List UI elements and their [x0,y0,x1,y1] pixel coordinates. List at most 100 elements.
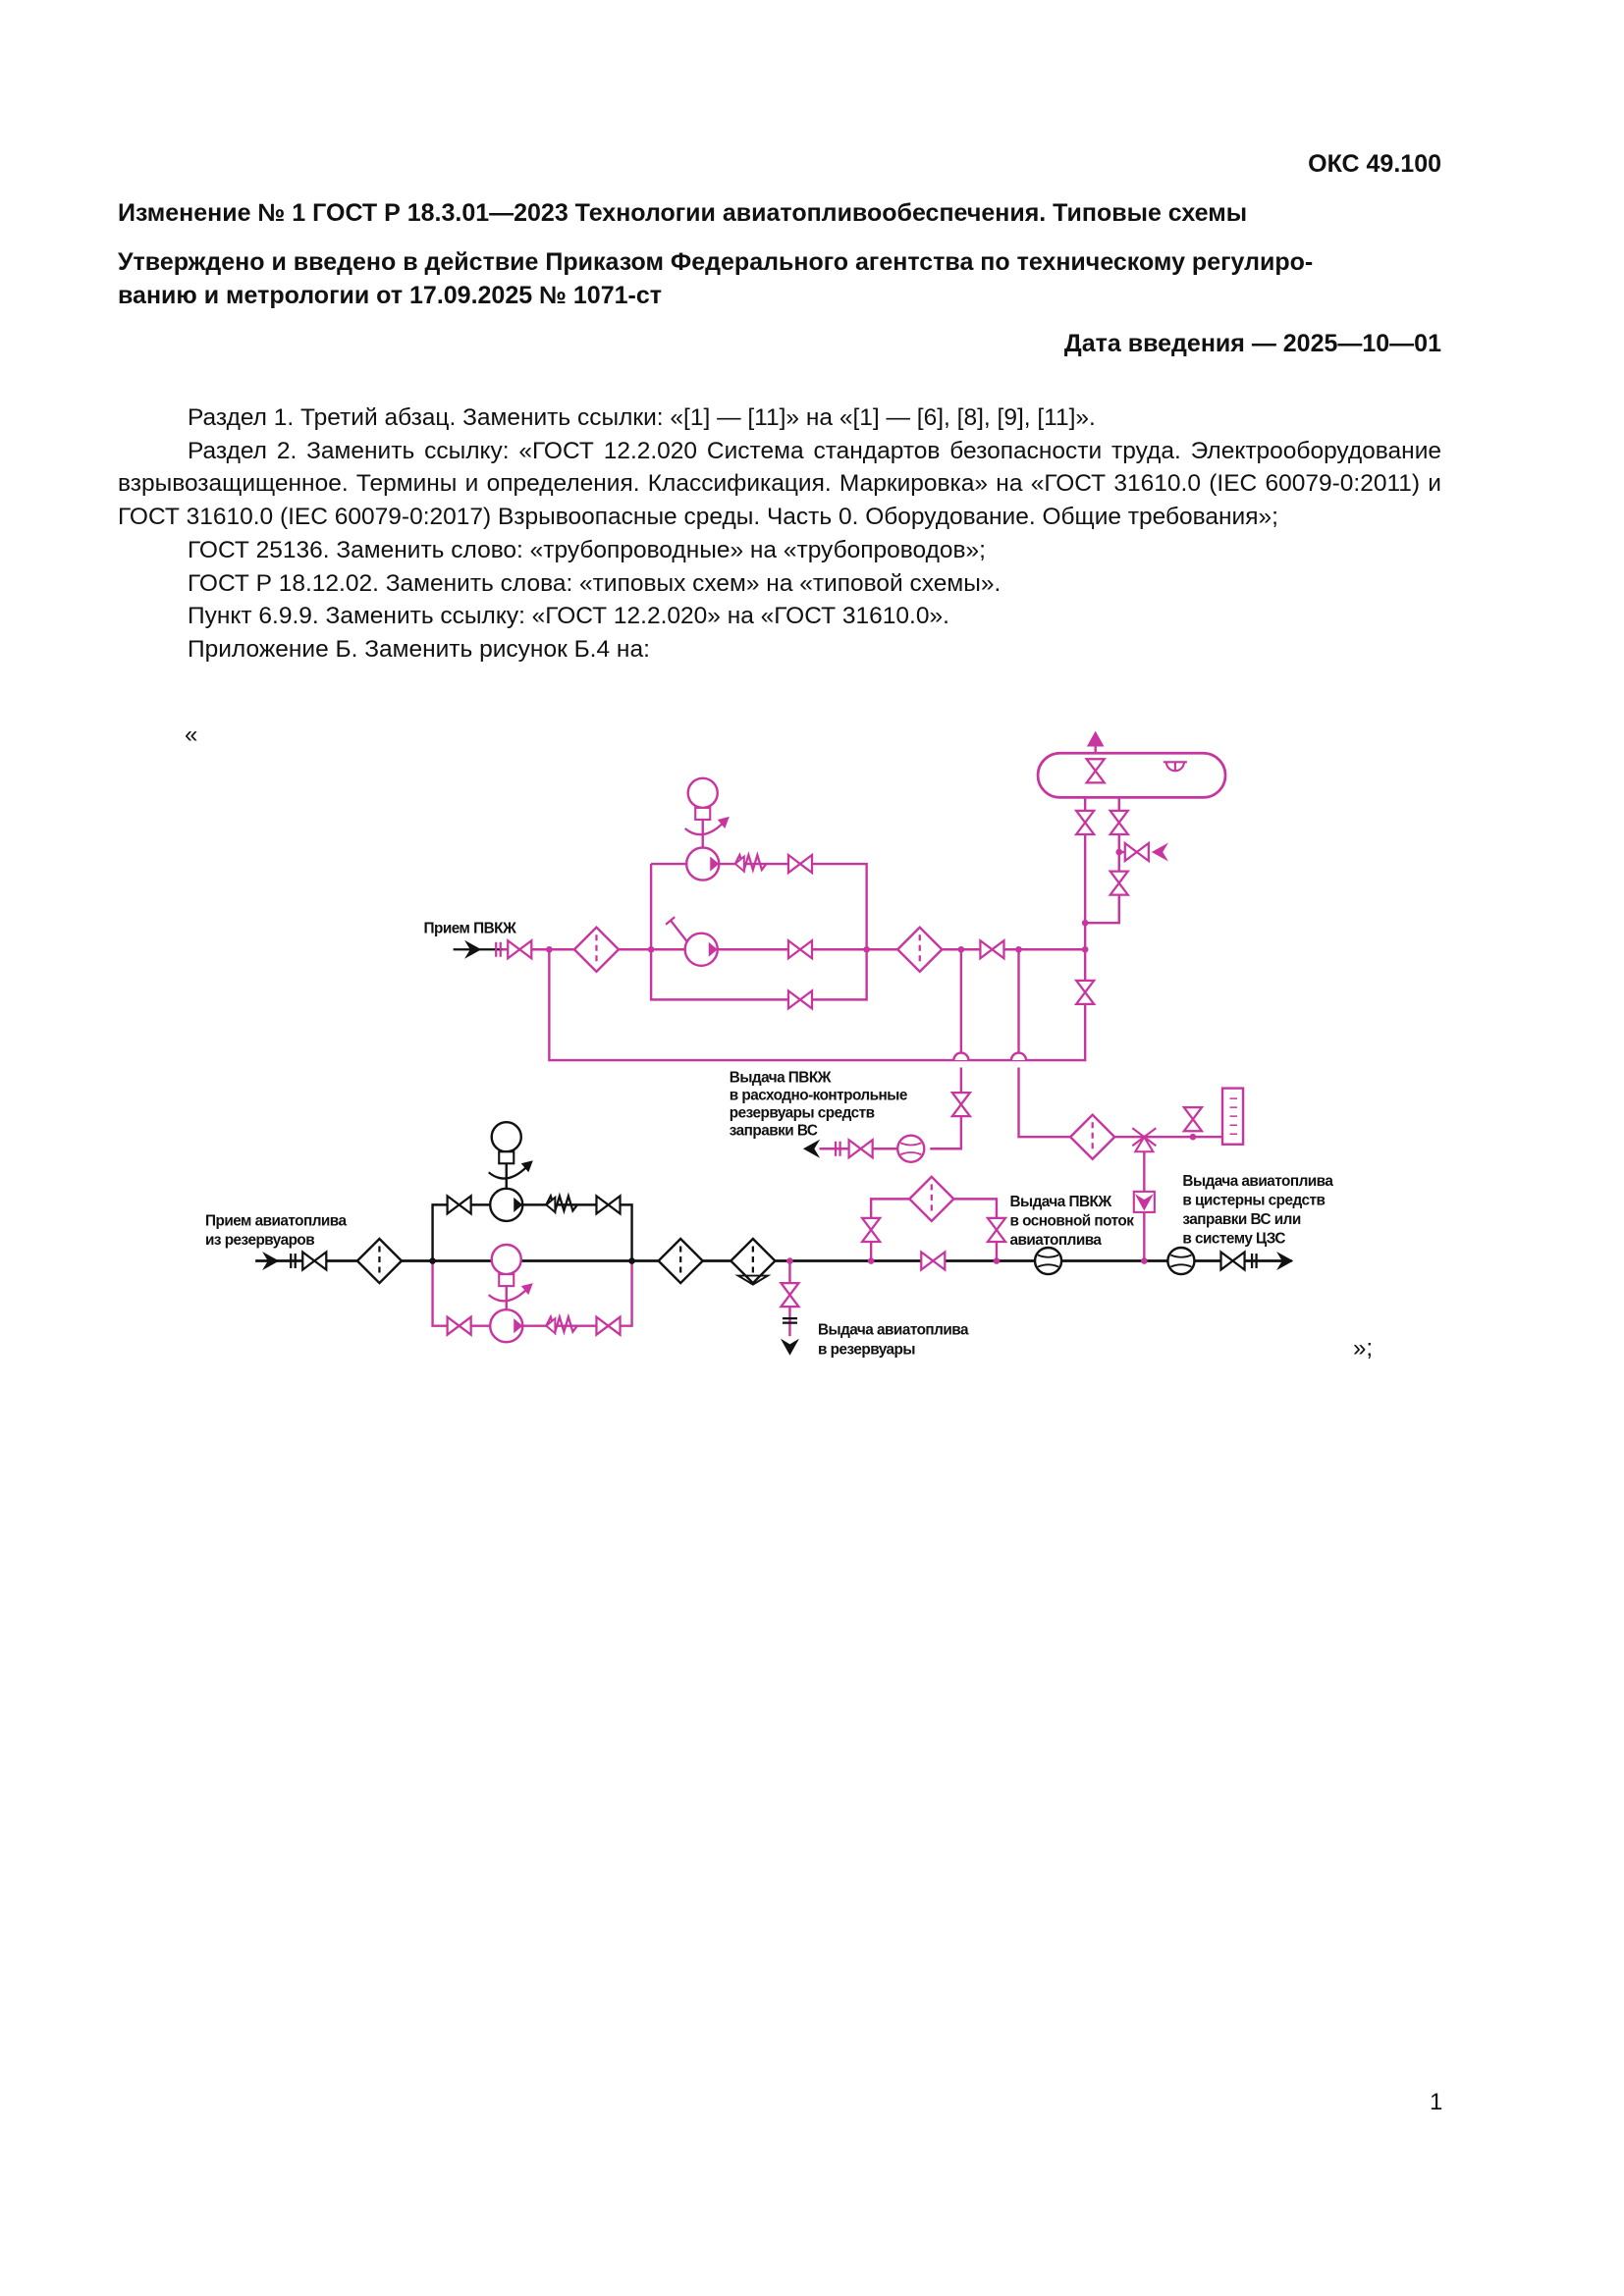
valve-icon [595,1194,622,1216]
valve-icon [301,1250,328,1272]
flow-meter-icon [1033,1246,1063,1276]
flow-arrow-icon [1134,1194,1154,1211]
paragraph: Пункт 6.9.9. Заменить ссылку: «ГОСТ 12.2… [188,603,949,630]
storage-tank [1036,751,1227,799]
label-output-pvkzh-control: в расходно-контрольные [730,1088,907,1104]
flow-arrow-icon [464,939,482,959]
valve-icon [595,1314,622,1337]
pipe-line [1085,797,1120,925]
label-output-fuel-trucks: в систему ЦЗС [1182,1230,1285,1247]
paragraph: ГОСТ Р 18.12.02. Заменить слова: «типовы… [188,569,1001,597]
flow-arrow-icon [1276,1251,1294,1271]
junction-dot [1015,945,1022,953]
junction-dot [863,945,870,953]
flow-meter-icon [1166,1246,1196,1276]
coupling-icon [498,1273,515,1288]
flow-arrow-icon [780,1338,799,1356]
pump-icon [489,1308,524,1344]
valve-icon [446,1314,472,1337]
label-intake-fuel: Прием авиатоплива [205,1212,348,1229]
flange-icon [1250,1254,1258,1269]
diagram-labels: Прием ПВКЖ Выдача ПВКЖ в расходно-контро… [205,921,1334,1359]
label-output-pvkzh-control: резервуары средств [730,1105,875,1122]
flange-icon [782,1317,797,1324]
paragraph: ГОСТ 25136. Заменить слово: «трубопровод… [188,536,986,563]
valve-icon [446,1194,472,1216]
motor-icon [490,1120,522,1153]
coupling-icon [694,806,712,821]
valve-icon [920,1250,947,1272]
pipe-line [431,1260,633,1327]
junction-dot [546,945,553,953]
coupling-icon [498,1150,515,1165]
level-indicator-scale [1229,1097,1238,1135]
valve-icon [1219,1250,1246,1272]
label-output-pvkzh-main: Выдача ПВКЖ [1009,1194,1111,1210]
valve-icon [1073,809,1097,836]
label-intake-fuel: из резервуаров [205,1232,314,1249]
water-separator-icon [734,1274,772,1286]
paragraph: Приложение Б. Заменить рисунок Б.4 на: [188,635,650,663]
regulator-arrow-icon [520,1160,533,1173]
paragraph: Раздел 1. Третий абзац. Заменить ссылки:… [188,404,1096,431]
valve-icon [1181,1106,1205,1133]
check-valve-icon [544,1195,557,1214]
valve-icon [985,1216,1008,1244]
junction-dot [867,1257,875,1264]
junction-dot [1115,848,1123,856]
junction-dot [957,945,965,953]
approval-line-2: ванию и метрологии от 17.09.2025 № 1071-… [118,282,662,309]
page-number: 1 [1430,2089,1443,2115]
pump-icon [684,846,721,881]
label-output-fuel-tanks: в резервуары [818,1341,915,1358]
pump-arrow-icon [514,1318,523,1334]
valve-icon [979,937,1005,961]
check-valve-icon [544,1316,557,1336]
pipe-line [649,862,868,1001]
junction-dot [993,1257,1001,1264]
oks-code: ОКС 49.100 [1308,150,1441,178]
document-title: Изменение № 1 ГОСТ Р 18.3.01—2023 Технол… [118,199,1248,227]
valve-icon [1123,840,1150,864]
pipe-line [930,1067,963,1150]
valve-icon [859,1216,883,1244]
pipe-line [431,1203,633,1261]
paragraph: Раздел 2. Заменить ссылку: «ГОСТ 12.2.02… [118,437,1441,531]
junction-dot [786,1257,793,1264]
valve-icon [1084,758,1107,784]
regulator-arrow-icon [520,1283,533,1296]
junction-dot [647,945,655,953]
motor-icon [686,776,719,810]
pump-arrow-icon [514,1197,523,1212]
equipment-symbols [262,730,1294,1356]
valve-icon [507,937,533,961]
flow-meter-lines [1170,1254,1192,1268]
label-output-pvkzh-control: заправки ВС [730,1123,818,1140]
valve-icon [1073,979,1097,1006]
regulator-icon [487,1288,528,1303]
valve-icon [1108,870,1131,896]
junction-dot [1081,945,1089,953]
check-valve-icon [733,854,745,874]
pipelines [255,735,1292,1337]
flange-icon [290,1254,297,1269]
flow-meter-lines [1037,1254,1059,1268]
flow-arrow-icon [802,1139,821,1158]
amendment-text: Раздел 1. Третий абзац. Заменить ссылки:… [118,401,1441,667]
label-output-pvkzh-main: в основной поток [1009,1212,1134,1229]
valve-icon [949,1091,973,1118]
open-quote: « [185,721,198,748]
pump-arrow-icon [710,856,720,872]
label-output-fuel-tanks: Выдача авиатоплива [818,1322,969,1339]
label-output-pvkzh-main: авиатоплива [1009,1232,1102,1249]
junction-dot [429,1257,436,1264]
pipe-crossover [952,1051,1028,1061]
flow-meter-icon [896,1134,926,1163]
valve-icon [847,1137,874,1160]
check-valve-spring-icon [733,851,768,874]
check-valve-spring-icon [545,1312,578,1336]
effective-date: Дата введения — 2025—10—01 [1063,330,1441,357]
junction-dot [1189,1133,1197,1141]
valve-icon [1108,809,1131,836]
